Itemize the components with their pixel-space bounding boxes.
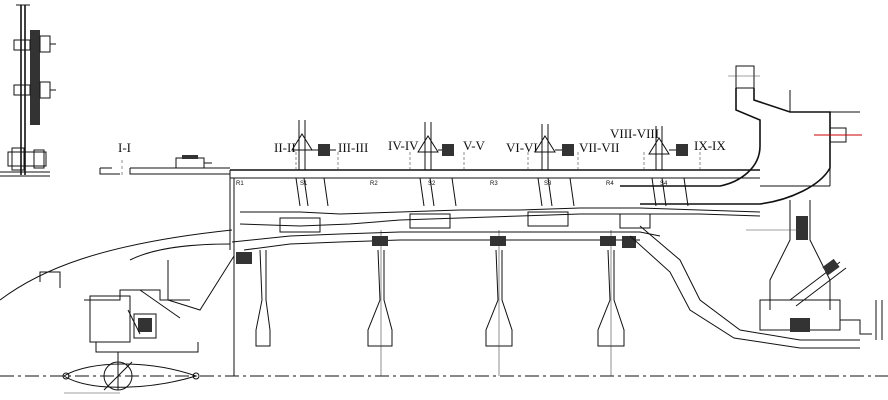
section-label-9: IX-IX xyxy=(694,138,726,153)
rotor-label: R3 xyxy=(490,181,498,187)
rotor-labels: R1 S1 R2 S2 R3 S3 R4 S4 xyxy=(236,181,668,187)
rotor-label: R1 xyxy=(236,181,244,187)
stage-4 xyxy=(648,126,689,207)
stage-3 xyxy=(534,124,575,207)
rotor-label: R4 xyxy=(606,181,614,187)
stage-2 xyxy=(417,122,457,207)
section-labels: I-I II-II III-III IV-IV V-V VI-VI VII-VI… xyxy=(118,126,726,155)
section-label-6: VI-VI xyxy=(506,140,538,155)
rotor-label: S4 xyxy=(660,181,668,187)
left-mount-rig xyxy=(0,4,56,177)
section-label-4: IV-IV xyxy=(388,138,419,153)
section-label-7: VII-VII xyxy=(579,140,619,155)
section-label-2: II-II xyxy=(274,140,296,155)
inlet-duct xyxy=(99,155,230,178)
rotor-label: S2 xyxy=(428,181,436,187)
section-cut-markers xyxy=(295,152,701,172)
lever-mechanism xyxy=(62,352,200,394)
stage-1 xyxy=(291,120,336,207)
casing-outer xyxy=(229,169,761,376)
section-label-8: VIII-VIII xyxy=(610,126,659,141)
rotor-drum xyxy=(231,211,661,264)
rear-support xyxy=(629,200,883,349)
section-label-5: V-V xyxy=(463,138,486,153)
rotor-label: S3 xyxy=(544,181,552,187)
section-label-3: III-III xyxy=(338,140,368,155)
rotor-label: S1 xyxy=(300,181,308,187)
rotor-discs xyxy=(255,230,625,376)
front-casing xyxy=(0,229,235,353)
outlet-scroll xyxy=(620,65,862,205)
section-label-1: I-I xyxy=(118,140,131,155)
rotor-label: R2 xyxy=(370,181,378,187)
